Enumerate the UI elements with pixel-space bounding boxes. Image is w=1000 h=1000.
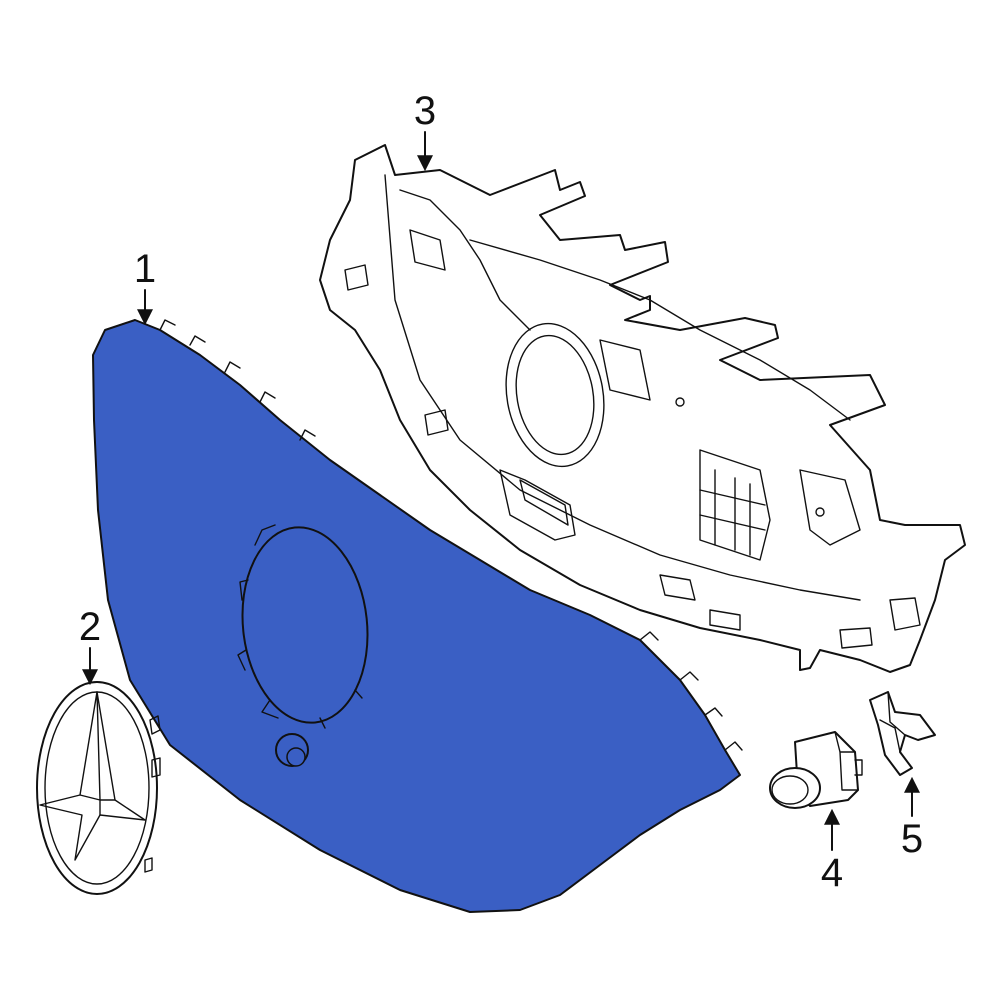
star-emblem (36, 681, 161, 895)
svg-text:2: 2 (79, 605, 101, 649)
grille-frame (319, 144, 966, 673)
callout-4: 4 (821, 808, 843, 895)
sensor (769, 731, 863, 809)
callout-5: 5 (901, 776, 923, 861)
callout-2: 2 (79, 605, 101, 686)
svg-text:3: 3 (414, 89, 436, 133)
grille-panel (92, 319, 743, 913)
svg-text:1: 1 (134, 247, 156, 291)
callout-1: 1 (134, 247, 156, 326)
callout-3: 3 (414, 89, 436, 172)
bracket (869, 691, 936, 776)
svg-text:5: 5 (901, 817, 923, 861)
svg-text:4: 4 (821, 851, 843, 895)
